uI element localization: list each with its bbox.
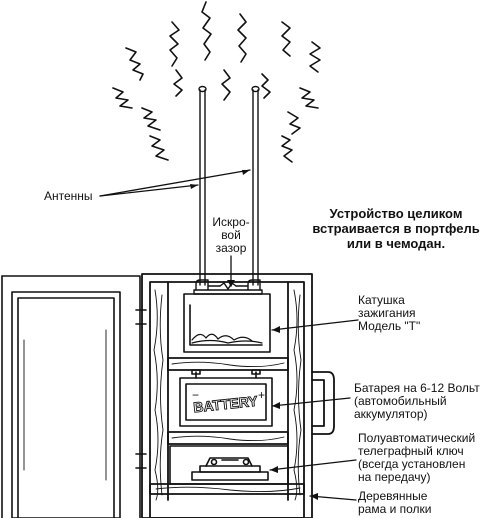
- label-telegraph-key: Полуавтоматический телеграфный ключ (все…: [358, 431, 476, 484]
- case-body: [141, 273, 335, 518]
- label-spark-gap: Искро- вой зазор: [212, 215, 250, 255]
- antennas: [198, 85, 260, 286]
- label-antennas: Антенны: [44, 189, 93, 203]
- battery-minus: −: [192, 388, 199, 402]
- label-battery: Батарея на 6-12 Вольт (автомобильный акк…: [354, 381, 480, 421]
- wood-grain: [23, 289, 302, 501]
- spark-gap: [193, 279, 263, 295]
- radio-waves: [112, 1, 321, 163]
- telegraph-key: [169, 445, 289, 485]
- label-frame: Деревянные рама и полки: [358, 489, 432, 516]
- label-whole-device: Устройство целиком встраивается в портфе…: [312, 206, 480, 251]
- battery-plus: +: [258, 388, 265, 402]
- label-ignition-coil: Катушка зажигания Модель "T": [358, 293, 421, 333]
- battery-logo-text: BATTERY: [193, 393, 260, 416]
- ignition-coil: [183, 293, 271, 353]
- case-lid: [1, 275, 147, 518]
- battery-drawing: [179, 369, 273, 427]
